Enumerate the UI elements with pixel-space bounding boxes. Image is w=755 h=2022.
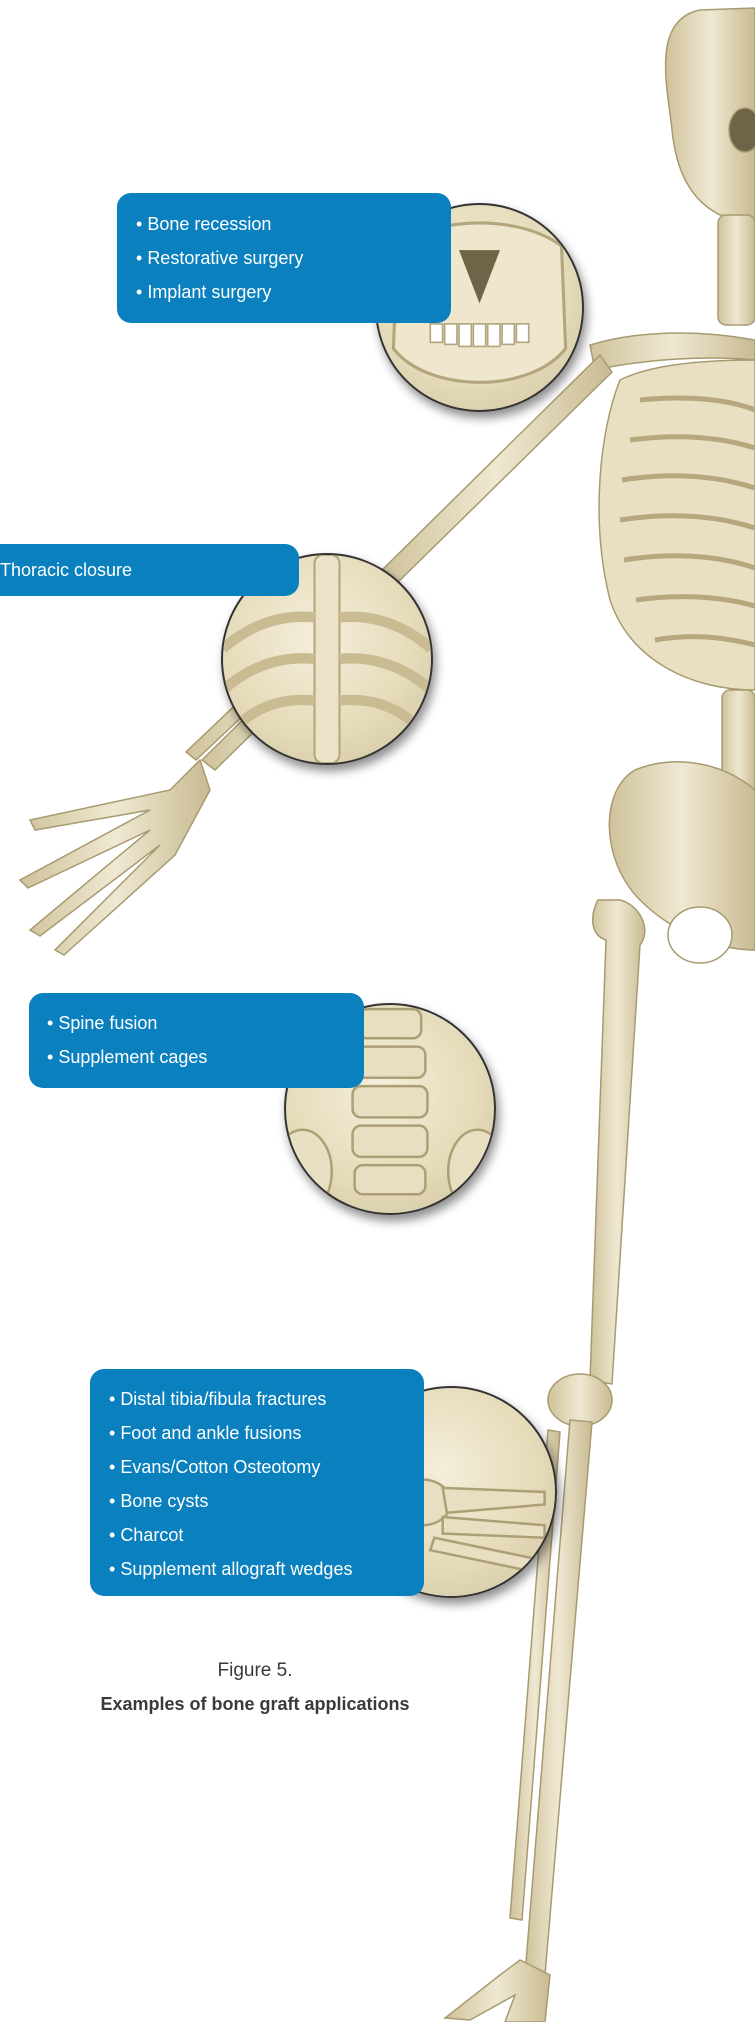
- jaw-callout: Bone recession Restorative surgery Impla…: [117, 193, 451, 323]
- callout-item: Thoracic closure: [0, 553, 299, 587]
- callout-item: Spine fusion: [47, 1006, 364, 1040]
- callout-item: Evans/Cotton Osteotomy: [109, 1450, 424, 1484]
- spine-callout: Spine fusion Supplement cages: [29, 993, 364, 1088]
- callout-item: Supplement cages: [47, 1040, 364, 1074]
- callout-item: Supplement allograft wedges: [109, 1552, 424, 1586]
- callout-item: Bone recession: [136, 207, 451, 241]
- figure-title: Examples of bone graft applications: [60, 1687, 450, 1721]
- figure-caption: Figure 5. Examples of bone graft applica…: [60, 1655, 450, 1721]
- callout-item: Distal tibia/fibula fractures: [109, 1382, 424, 1416]
- callout-item: Foot and ankle fusions: [109, 1416, 424, 1450]
- callout-item: Implant surgery: [136, 275, 451, 309]
- thorax-callout: Thoracic closure: [0, 544, 299, 596]
- foot-callout: Distal tibia/fibula fractures Foot and a…: [90, 1369, 424, 1596]
- figure-number: Figure 5.: [60, 1655, 450, 1687]
- callout-item: Charcot: [109, 1518, 424, 1552]
- callout-item: Bone cysts: [109, 1484, 424, 1518]
- callout-item: Restorative surgery: [136, 241, 451, 275]
